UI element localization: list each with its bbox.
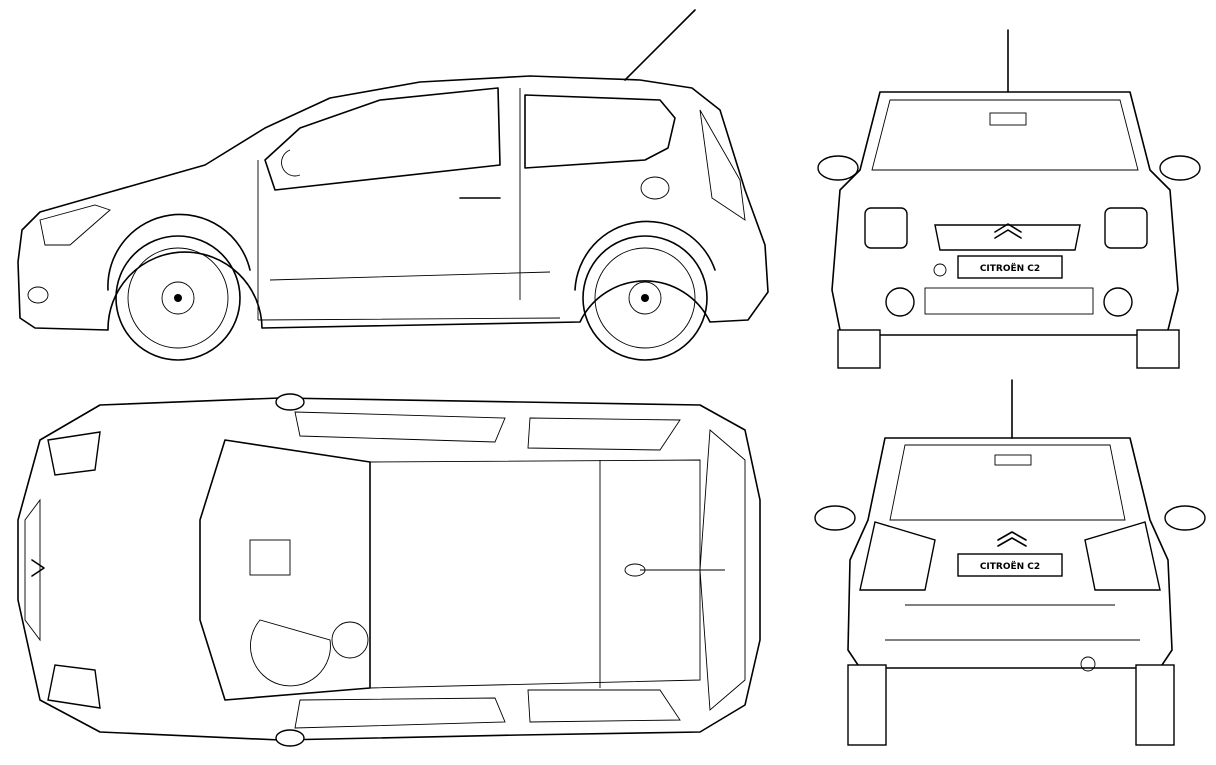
top-body-outline (17, 397, 761, 741)
top-right-mirror (275, 729, 305, 747)
front-plate-text: CITROËN C2 (980, 263, 1040, 274)
side-body-outline (17, 75, 769, 331)
front-right-tire (1136, 329, 1180, 369)
rear-view: CITROËN C2 (814, 379, 1206, 746)
front-view: CITROËN C2 (817, 29, 1201, 369)
rear-right-tire (1135, 664, 1175, 746)
top-windshield (199, 439, 371, 701)
side-rear-window (524, 94, 676, 169)
left-headlight (864, 207, 908, 249)
rear-license-plate (957, 553, 1063, 577)
left-tail-light (859, 521, 936, 591)
side-rear-light (699, 109, 746, 221)
rear-left-tire (847, 664, 887, 746)
top-rear-window (699, 429, 746, 711)
side-view (17, 9, 769, 361)
top-left-mirror (275, 393, 305, 411)
rear-plate-text: CITROËN C2 (980, 561, 1040, 572)
right-headlight (1104, 207, 1148, 249)
front-license-plate (957, 255, 1063, 279)
top-view (17, 393, 761, 747)
side-rear-wheel (582, 235, 708, 361)
right-tail-light (1084, 521, 1161, 591)
rear-right-mirror (1164, 505, 1206, 531)
left-mirror (817, 155, 859, 181)
front-windshield (871, 99, 1139, 171)
side-front-wheel (115, 235, 241, 361)
fuel-cap (640, 176, 670, 200)
front-grille (934, 224, 1081, 251)
rear-window (889, 444, 1126, 521)
right-fog-light (1103, 287, 1133, 317)
side-front-window (264, 87, 501, 191)
rear-left-mirror (814, 505, 856, 531)
front-left-tire (837, 329, 881, 369)
left-fog-light (885, 287, 915, 317)
side-antenna (624, 9, 696, 81)
right-mirror (1159, 155, 1201, 181)
